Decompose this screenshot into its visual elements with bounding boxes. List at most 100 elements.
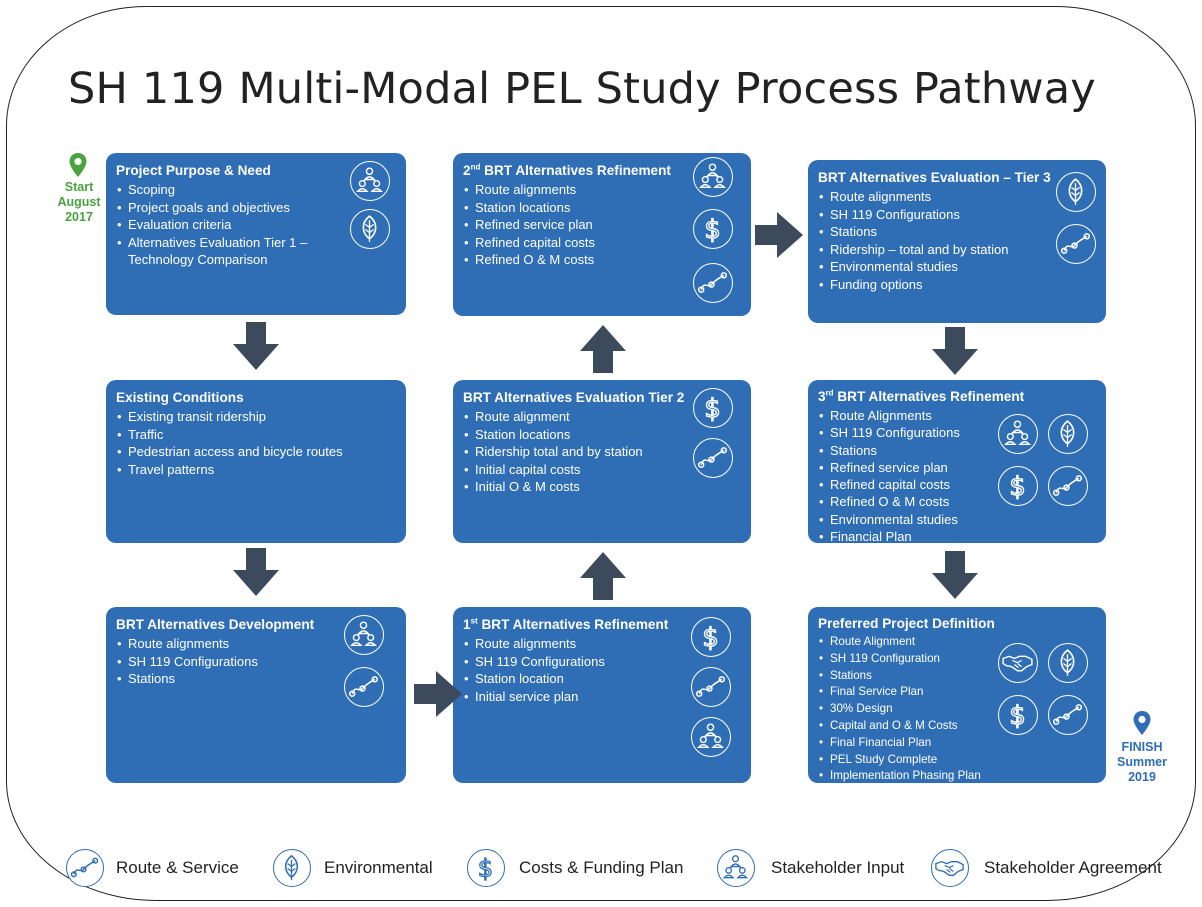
- box-item: Refined capital costs: [463, 234, 741, 252]
- box-items: Route alignment Station locations Riders…: [463, 408, 741, 496]
- start-pin-icon: [69, 153, 87, 177]
- box-item: Route alignments: [463, 635, 741, 653]
- box-item: Existing transit ridership: [116, 408, 396, 426]
- arrow-down-icon: [932, 327, 978, 375]
- box-item: Ridership – total and by station: [818, 241, 1096, 259]
- box-title: BRT Alternatives Evaluation Tier 2: [463, 390, 685, 405]
- box-existing-conditions: Existing Conditions Existing transit rid…: [106, 380, 406, 543]
- legend-label: Stakeholder Input: [771, 858, 905, 877]
- dollar-icon: [467, 849, 505, 887]
- route-icon: [691, 667, 731, 707]
- box-preferred-project: Preferred Project Definition Route Align…: [808, 607, 1106, 785]
- box-items: Route Alignments SH 119 Configurations S…: [818, 407, 1096, 546]
- box-item: Refined service plan: [818, 459, 1096, 477]
- dollar-icon: [691, 617, 731, 657]
- box-item: Stations: [116, 670, 396, 688]
- box-items: Route alignments SH 119 Configurations S…: [463, 635, 741, 705]
- box-item: Final Service Plan: [818, 684, 1096, 701]
- legend-label: Stakeholder Agreement: [984, 858, 1162, 877]
- box-item: SH 119 Configurations: [818, 424, 1096, 442]
- arrow-right-icon: [755, 212, 803, 258]
- box-item: Refined capital costs: [818, 476, 1096, 494]
- route-icon: [1048, 466, 1088, 506]
- box-item: Ridership total and by station: [463, 443, 741, 461]
- box-item: Refined O & M costs: [463, 251, 741, 269]
- arrow-up-icon: [580, 321, 626, 377]
- box-item: Capital and O & M Costs: [818, 718, 1096, 735]
- stakeholder-icon: [717, 849, 755, 887]
- box-item: Funding options: [818, 276, 1096, 294]
- box-second-refinement: 2nd BRT Alternatives Refinement Route al…: [453, 153, 751, 316]
- box-item: SH 119 Configurations: [116, 653, 396, 671]
- box-item: Initial service plan: [463, 688, 741, 706]
- box-evaluation-tier2: BRT Alternatives Evaluation Tier 2 Route…: [453, 380, 751, 543]
- box-item: Station locations: [463, 426, 741, 444]
- leaf-icon: [350, 209, 390, 249]
- box-item: Stations: [818, 442, 1096, 460]
- box-item: Pedestrian access and bicycle routes: [116, 443, 396, 461]
- route-icon: [693, 438, 733, 478]
- box-item: Route alignments: [463, 181, 741, 199]
- box-item: Refined service plan: [463, 216, 741, 234]
- box-item: Scoping: [116, 181, 396, 199]
- box-title: BRT Alternatives Evaluation – Tier 3: [818, 170, 1051, 185]
- route-icon: [693, 263, 733, 303]
- arrow-right-icon: [414, 671, 462, 717]
- box-evaluation-tier3: BRT Alternatives Evaluation – Tier 3 Rou…: [808, 160, 1106, 323]
- dollar-icon: [693, 209, 733, 249]
- box-items: Existing transit ridership Traffic Pedes…: [116, 408, 396, 478]
- route-icon: [1056, 224, 1096, 264]
- box-item: Implementation Phasing Plan: [818, 768, 1096, 785]
- dollar-icon: [693, 388, 733, 428]
- legend-label: Costs & Funding Plan: [519, 858, 684, 877]
- box-item: Final Financial Plan: [818, 735, 1096, 752]
- box-item: Project goals and objectives: [116, 199, 396, 217]
- box-title: Preferred Project Definition: [818, 616, 995, 631]
- route-icon: [1048, 695, 1088, 735]
- arrow-down-icon: [233, 548, 279, 596]
- box-title: 2nd BRT Alternatives Refinement: [463, 162, 671, 178]
- box-items: Scoping Project goals and objectives Eva…: [116, 181, 396, 269]
- box-item: Route alignment: [463, 408, 741, 426]
- box-item: Stations: [818, 223, 1096, 241]
- stakeholder-icon: [691, 717, 731, 757]
- leaf-icon: [1056, 172, 1096, 212]
- box-items: Route alignments Station locations Refin…: [463, 181, 741, 269]
- box-item: Route alignments: [116, 635, 396, 653]
- box-alternatives-development: BRT Alternatives Development Route align…: [106, 607, 406, 783]
- box-item: Environmental studies: [818, 511, 1096, 529]
- leaf-icon: [273, 849, 311, 887]
- box-third-refinement: 3rd BRT Alternatives Refinement Route Al…: [808, 380, 1106, 546]
- box-item: Route Alignment: [818, 634, 1096, 651]
- box-item: Station locations: [463, 199, 741, 217]
- box-item: Initial capital costs: [463, 461, 741, 479]
- route-icon: [344, 667, 384, 707]
- box-item: Traffic: [116, 426, 396, 444]
- box-item: Financial Plan: [818, 528, 1096, 546]
- box-item: PEL Study Complete: [818, 752, 1096, 769]
- box-title: BRT Alternatives Development: [116, 617, 315, 632]
- stakeholder-icon: [693, 157, 733, 197]
- box-item: Initial O & M costs: [463, 478, 741, 496]
- box-title: Project Purpose & Need: [116, 163, 271, 178]
- box-item: Refined O & M costs: [818, 493, 1096, 511]
- box-title: 1st BRT Alternatives Refinement: [463, 616, 669, 632]
- box-item: SH 119 Configurations: [818, 206, 1096, 224]
- legend-label: Environmental: [324, 858, 433, 877]
- box-items: Route alignments SH 119 Configurations S…: [116, 635, 396, 688]
- box-first-refinement: 1st BRT Alternatives Refinement Route al…: [453, 607, 751, 783]
- box-item: SH 119 Configuration: [818, 651, 1096, 668]
- box-item: Station location: [463, 670, 741, 688]
- dollar-icon: [998, 695, 1038, 735]
- box-item: Stations: [818, 668, 1096, 685]
- handshake-icon: [931, 849, 969, 887]
- arrow-down-icon: [932, 549, 978, 601]
- box-items: Route alignments SH 119 Configurations S…: [818, 188, 1096, 293]
- arrow-down-icon: [233, 322, 279, 370]
- box-item: Route alignments: [818, 188, 1096, 206]
- legend-label: Route & Service: [116, 858, 239, 877]
- box-items: Route Alignment SH 119 Configuration Sta…: [818, 634, 1096, 785]
- box-item: Environmental studies: [818, 258, 1096, 276]
